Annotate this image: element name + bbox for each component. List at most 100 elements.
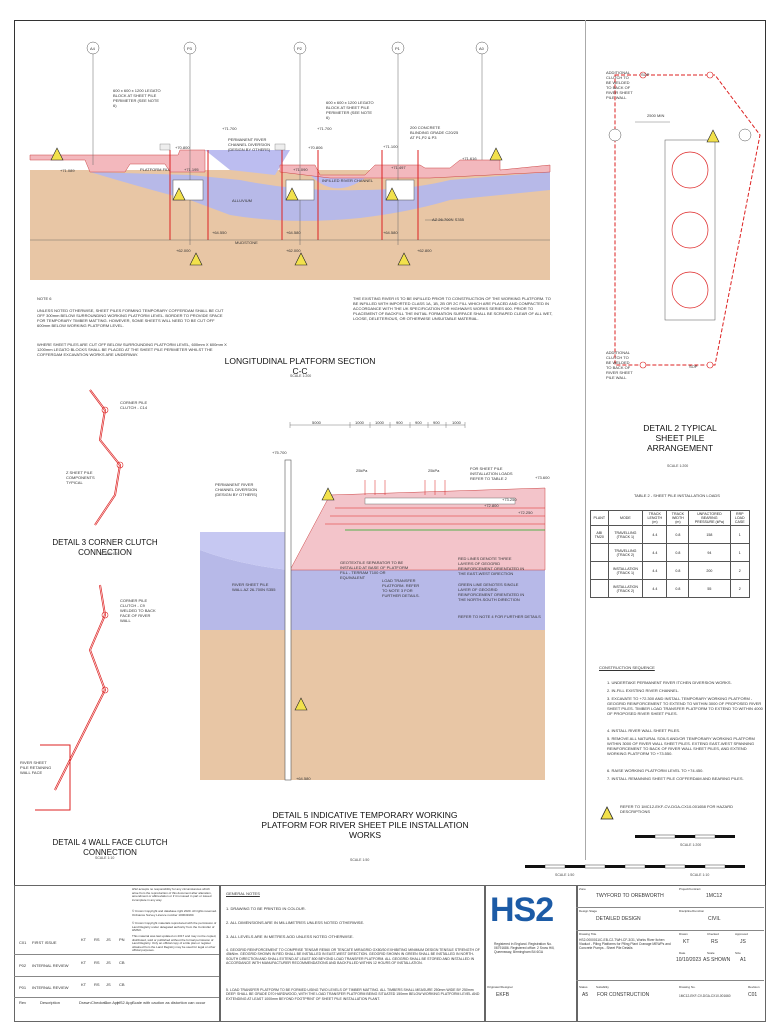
revisions-box <box>14 885 221 1022</box>
tb-originator-label: Originator/Designer <box>487 985 514 989</box>
hazard-triangle-8 <box>397 252 411 266</box>
rev-hs2-app: CB <box>119 960 125 965</box>
tb-stage-label: Design Stage <box>579 909 598 913</box>
section-cc-label-infilled: INFILLED RIVER CHANNEL <box>322 178 374 183</box>
scale-label-a: SCALE 1:200 <box>680 843 702 847</box>
scale-bar-2 <box>525 864 745 869</box>
note6-heading: NOTE 6 <box>37 296 52 301</box>
detail2-clutch-top: ADDITIONAL CLUTCH TO BE WELDED TO BACK O… <box>606 70 633 100</box>
construction-step-5: 5. REMOVE ALL NATURAL SOILS AND/OR TEMPO… <box>607 736 755 756</box>
general-notes-title: GENERAL NOTES <box>226 891 260 896</box>
note6b-text: WHERE SHEET PILES ARE CUT OFF BELOW SURR… <box>37 342 227 357</box>
detail2-dim: 2500 MIN <box>647 113 665 118</box>
rev-footer-desc: Description <box>40 1000 61 1005</box>
pier-label-p2: P2 <box>297 46 302 51</box>
rev-desc: FIRST ISSUE <box>32 940 57 945</box>
tb-number: 1MC12-EKF-CV-DGA-CX10-001660 <box>679 994 731 998</box>
detail5-kpa-1: 25kPa <box>356 468 368 473</box>
hazard-triangle-d5-2 <box>294 697 308 711</box>
detail5-scale: SCALE 1:50 <box>350 858 370 862</box>
table-cell: 200 <box>688 561 731 580</box>
detail5-level-3: +73.250 <box>502 497 517 502</box>
level-1: +71.089 <box>60 168 75 173</box>
table-cell: INSTALLATION (TRACK 1) <box>607 561 644 580</box>
level-11: +64.550 <box>212 230 227 235</box>
rev-desc: INTERNAL REVIEW <box>32 963 69 968</box>
construction-title: CONSTRUCTION SEQUENCE <box>599 665 655 670</box>
detail5-level-6: +64.580 <box>296 776 311 781</box>
scale-label-b: SCALE 1:50 <box>555 873 575 877</box>
table-header: MODE <box>607 510 644 526</box>
rev-hs2-app: PN <box>119 937 125 942</box>
tb-project-label: Project/Contract <box>679 887 701 891</box>
detail5-river <box>200 532 290 570</box>
construction-step-7: 7. INSTALL REMAINING SHEET PILE COFFERDA… <box>607 776 744 781</box>
tb-discipline-label: Discipline/Function <box>679 909 705 913</box>
detail5-dim-6: 900 <box>433 420 440 425</box>
rev-code: P02 <box>19 963 27 968</box>
level-5: +71.700 <box>317 126 332 131</box>
tb-approved-label: Approved <box>735 932 748 936</box>
section-cc-river-channel-1 <box>205 150 290 175</box>
detail5-diversion-label: PERMANENT RIVER CHANNEL DIVERSION (DESIG… <box>215 482 258 497</box>
rev-row-line <box>14 976 219 977</box>
detail5-level-5: +72.250 <box>518 510 533 515</box>
tb-zone-label: Zone <box>579 887 586 891</box>
rev-footer-note: Scale with caution as distortion can occ… <box>132 1000 206 1005</box>
table-row: INSTALLATION (TRACK 2) 4.4 0.8 55 2 <box>590 579 751 598</box>
table-cell: 2 <box>729 561 751 580</box>
general-note-4: 4. GEOGRID REINFORCEMENT TO COMPRISE TEN… <box>226 948 480 966</box>
rev-con-app: JS <box>106 960 111 965</box>
tb-line <box>576 980 764 981</box>
hs2-address: Registered in England. Registration No. … <box>494 942 555 955</box>
table-cell: INSTALLATION (TRACK 2) <box>607 579 644 598</box>
level-3: +71.195 <box>184 167 199 172</box>
hazard-triangle-1 <box>50 147 64 161</box>
table-cell <box>590 579 609 598</box>
tb-revision-label: Revision <box>748 985 760 989</box>
general-note-5: 5. LOAD TRANSFER PLATFORM TO BE FORMED U… <box>226 988 480 1001</box>
tb-date: 10/10/2023 <box>676 957 702 963</box>
sheet-pile-loads-table: PLANT MODE TRACK LENGTH (m) TRACK WIDTH … <box>590 510 751 598</box>
detail2-pier-marker-left <box>608 128 622 142</box>
rev-checked: RS <box>94 982 100 987</box>
table-cell <box>590 561 609 580</box>
table-header: UNFACTORED BEARING PRESSURE (kPa) <box>688 510 731 526</box>
construction-step-6: 6. RAISE WORKING PLATFORM LEVEL TO +74.4… <box>607 768 704 773</box>
detail2-title: DETAIL 2 TYPICAL SHEET PILE ARRANGEMENT <box>643 423 717 453</box>
tb-approved: JS <box>740 939 746 945</box>
detail5-dim-5: 900 <box>415 420 422 425</box>
tb-title: HS2-0000011IC-EB-C2-TWH-CF-3/31, Works R… <box>579 938 671 951</box>
detail2-clutch-bottom: ADDITIONAL CLUTCH TO BE WELDED TO BACK O… <box>606 350 633 380</box>
section-cc-platform-mid <box>279 159 551 179</box>
general-note-3: 3. ALL LEVELS ARE IN METRES AOD UNLESS N… <box>226 934 354 939</box>
tb-status-label: Status <box>579 985 588 989</box>
level-14: +62.000 <box>176 248 191 253</box>
section-cc-label-platform-fill: PLATFORM FILL <box>140 167 171 172</box>
rev-desc: INTERNAL REVIEW <box>32 985 69 990</box>
table-cell: TRAVELLING (TRACK 1) <box>607 525 644 544</box>
detail2-platform <box>664 139 716 321</box>
table-cell: 1 <box>729 525 751 544</box>
table-header: RRP LOAD CASE <box>729 510 751 526</box>
detail5-green-line-label: GREEN LINE DENOTES SINGLE LAYER OF GEOGR… <box>458 582 525 602</box>
table-cell: 4.4 <box>642 561 668 580</box>
detail5-dim-1: 5000 <box>312 420 321 425</box>
detail3-title: DETAIL 3 CORNER CLUTCH CONNECTION <box>52 538 158 557</box>
hazard-triangle-2 <box>172 187 186 201</box>
table-header-row: PLANT MODE TRACK LENGTH (m) TRACK WIDTH … <box>590 510 751 526</box>
rev-row-line <box>14 997 219 998</box>
detail3-corner-label: CORNER PILE CLUTCH - C14 <box>120 400 148 410</box>
table-cell: 0.8 <box>666 543 690 562</box>
hazard-triangle-5 <box>489 147 503 161</box>
rev-drawn: KT <box>81 982 87 987</box>
hazard-triangle-3 <box>285 187 299 201</box>
detail2-sop-top: SOP <box>641 72 650 77</box>
pier-marker-4 <box>391 41 405 55</box>
table-cell: 1 <box>729 543 751 562</box>
frame-divider-right <box>585 20 586 860</box>
table-cell: 2 <box>729 579 751 598</box>
detail5-dim-2: 1000 <box>355 420 364 425</box>
detail4-retaining-label: RIVER SHEET PILE RETAINING WALL FACE <box>20 760 52 775</box>
rev-code: P01 <box>19 985 27 990</box>
